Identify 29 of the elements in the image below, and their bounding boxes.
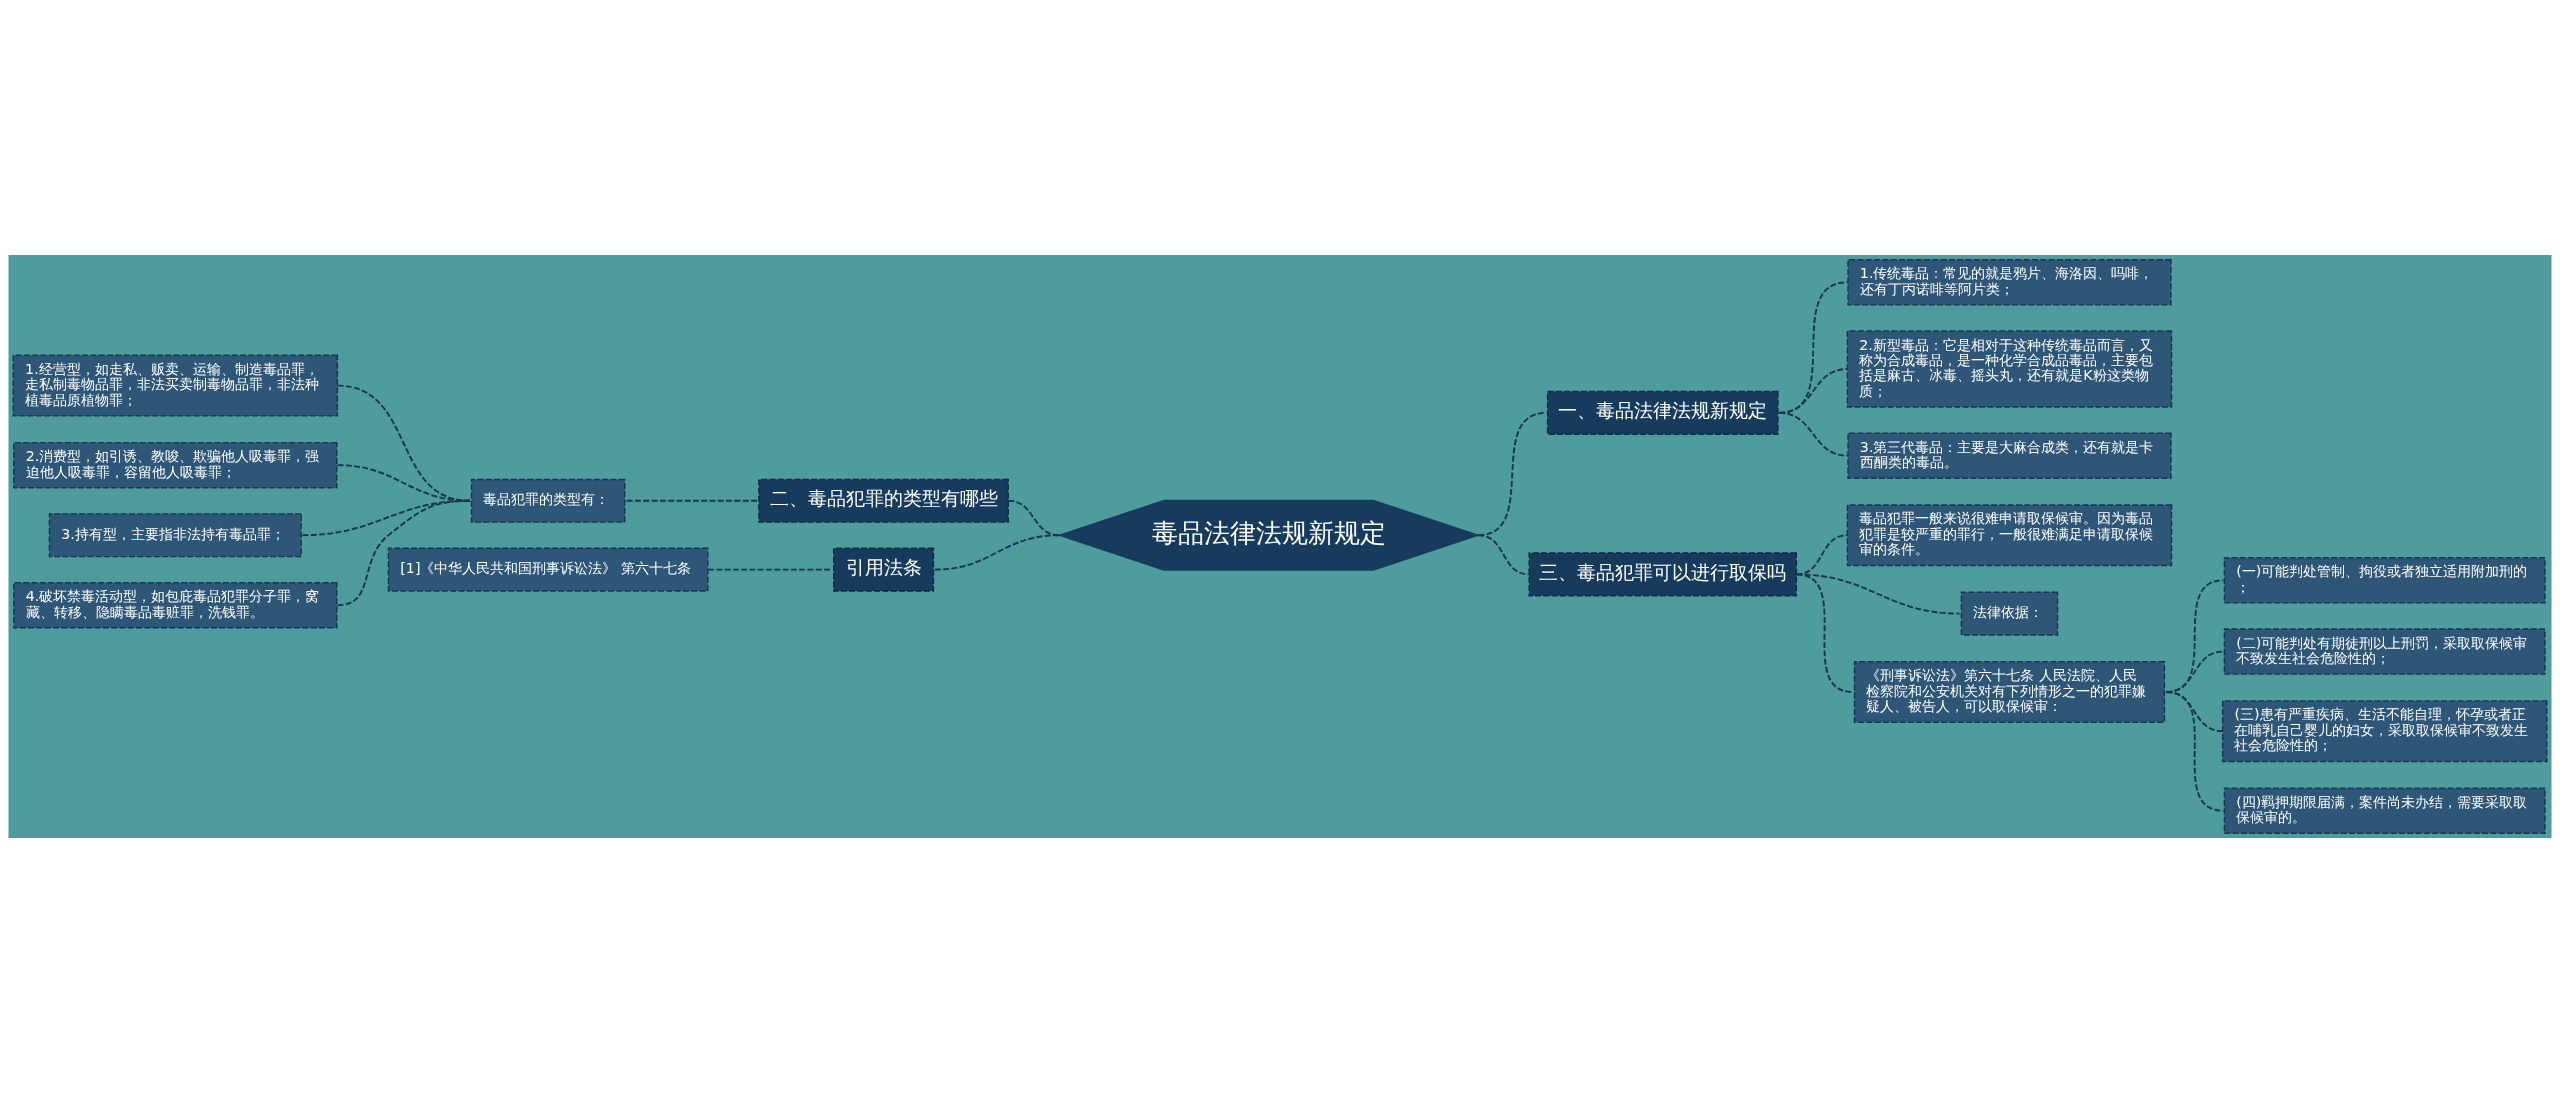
node-box: (二)可能判处有期徒刑以上刑罚，采取取保候审不致发生社会危险性的； [2223,628,2546,675]
connector [1795,573,1854,693]
node-box: 毒品犯罪的类型有： [470,478,626,523]
connector [2165,691,2225,812]
node-box: 二、毒品犯罪的类型有哪些 [758,478,1009,523]
node-box: 1.传统毒品：常见的就是鸦片、海洛因、吗啡，还有丁丙诺啡等阿片类； [1847,259,2172,306]
connector [1795,573,1961,615]
node-box: 引用法条 [833,547,935,592]
connector [1477,534,1531,576]
node-box: [1]《中华人民共和国刑事诉讼法》 第六十七条 [387,547,709,592]
connector [336,499,471,607]
connector [1778,411,1849,457]
node-box: 2.消费型，如引诱、教唆、欺骗他人吸毒罪，强迫他人吸毒罪，容留他人吸毒罪； [13,441,338,489]
node-box: 三、毒品犯罪可以进行取保吗 [1528,552,1798,597]
node-box: 一、毒品法律法规新规定 [1546,390,1779,435]
node-box: 1.经营型，如走私、贩卖、运输、制造毒品罪，走私制毒物品罪，非法买卖制毒物品罪，非法种植毒品原植物罪； [12,354,339,417]
node-box: 3.持有型，主要指非法持有毒品罪； [48,513,302,558]
node-box: 2.新型毒品：它是相对于这种传统毒品而言，又称为合成毒品，是一种化学合成品毒品，主要包括是麻古、冰毒、摇头丸，还有就是K粉这类物质； [1846,330,2173,408]
node-box: (四)羁押期限届满，案件尚未办结，需要采取取保候审的。 [2223,787,2546,834]
node-box: 法律依据： [1960,591,2059,636]
node-box: 毒品犯罪一般来说很难申请取保候审。因为毒品犯罪是较严重的罪行，一般很难满足申请取保候审的条件。 [1846,504,2173,567]
node-box: (三)患有严重疾病、生活不能自理，怀孕或者正在哺乳自己婴儿的妇女，采取取保候审不致发生社会危险性的； [2221,700,2548,763]
connector [933,534,1061,571]
node-box: 4.破坏禁毒活动型，如包庇毒品犯罪分子罪，窝藏、转移、隐瞒毒品毒赃罪，洗钱罪。 [13,582,338,629]
node-box: (一)可能判处管制、拘役或者独立适用附加刑的； [2223,557,2546,604]
node-box: 《刑事诉讼法》第六十七条 人民法院、人民检察院和公安机关对有下列情形之一的犯罪嫌疑人、被告人，可以取保候审： [1853,660,2166,723]
connector [301,499,471,537]
connector [625,499,760,502]
node-box: 3.第三代毒品：主要是大麻合成类，还有就是卡西酮类的毒品。 [1847,432,2172,479]
